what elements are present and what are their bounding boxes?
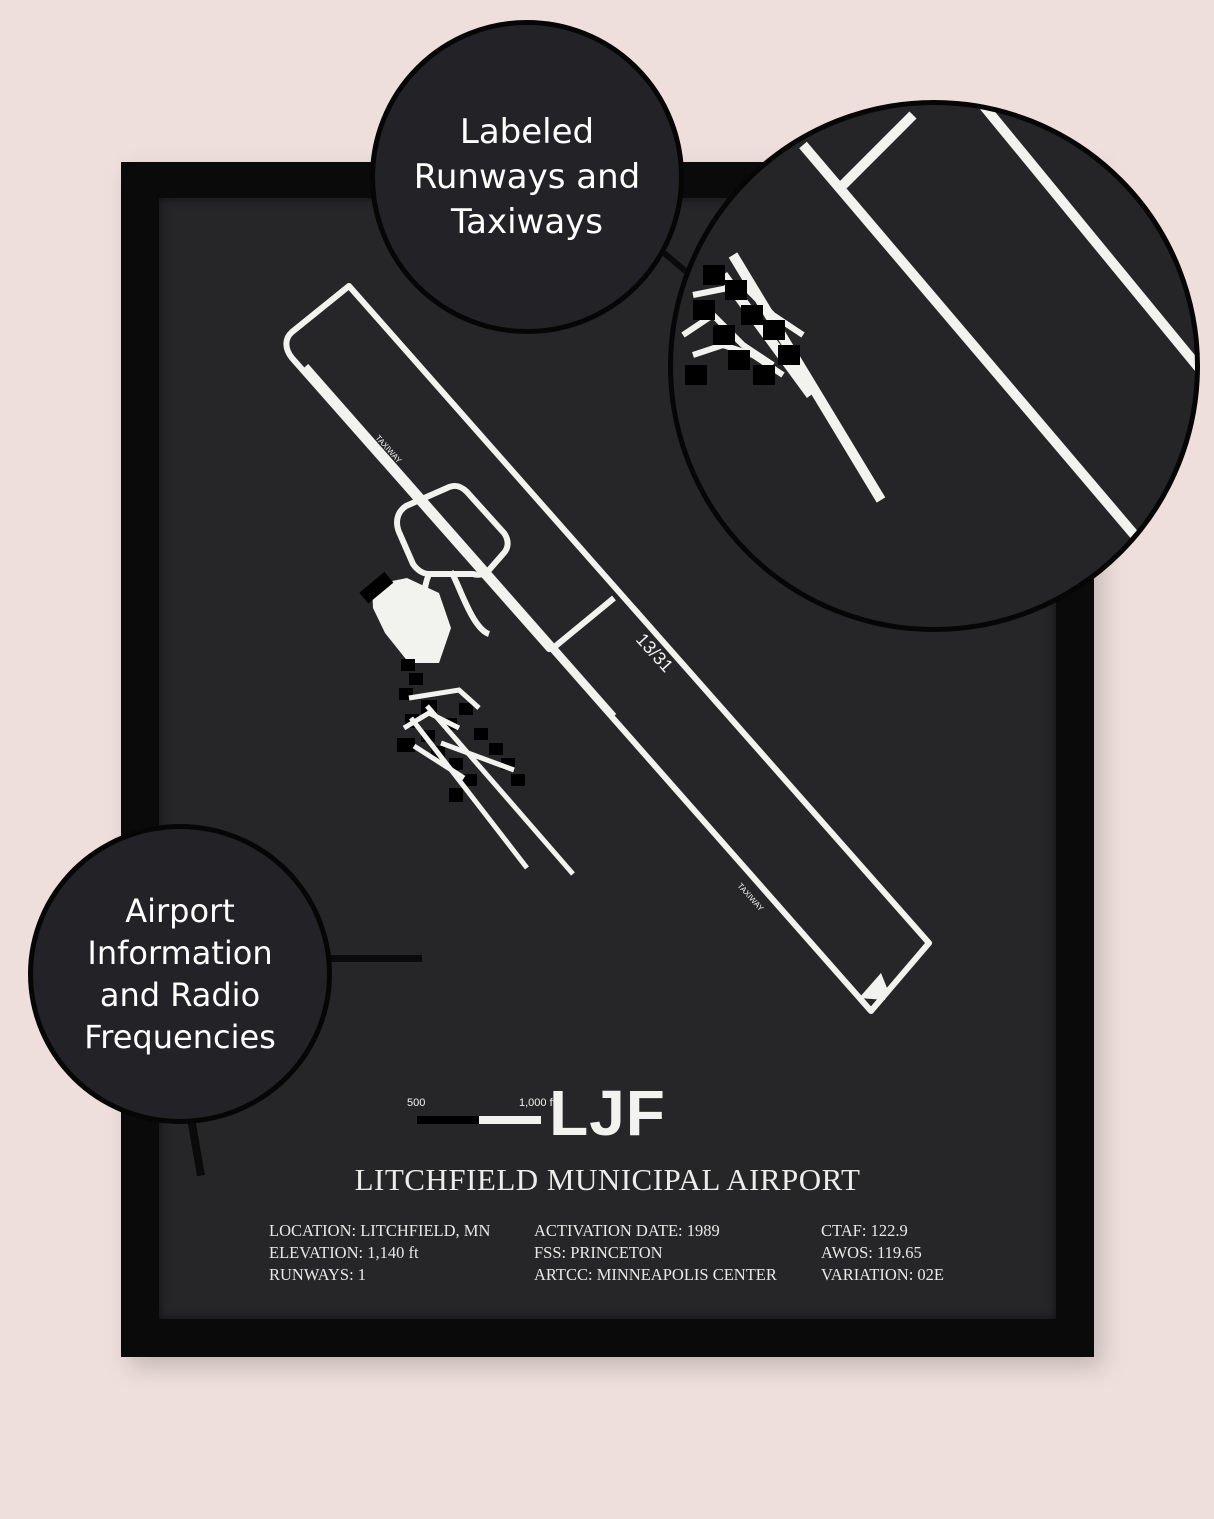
zoom-detail-diagram (681, 105, 1195, 549)
info-artcc: ARTCC: MINNEAPOLIS CENTER (534, 1265, 777, 1284)
info-activation-date: ACTIVATION DATE: 1989 (534, 1221, 720, 1240)
runway-end-cap (859, 973, 887, 1000)
info-fss: FSS: PRINCETON (534, 1243, 663, 1262)
info-elevation: ELEVATION: 1,140 ft (269, 1243, 419, 1262)
scale-label-1000: 1,000 ft (519, 1097, 556, 1109)
callout-connector-left (326, 955, 422, 962)
info-variation: VARIATION: 02E (821, 1265, 944, 1284)
info-awos: AWOS: 119.65 (821, 1243, 922, 1262)
taxilanes (402, 687, 575, 876)
runway-strip (283, 283, 932, 1014)
callout-info-text: Airport Information and Radio Frequencie… (84, 892, 276, 1056)
info-column-radio: CTAF: 122.9 AWOS: 119.65 VARIATION: 02E (821, 1220, 944, 1286)
airport-diagram: 13/31 TAXIWAY TAXIWAY 500 1,000 ft (283, 283, 932, 1124)
scale-bar (417, 1116, 541, 1124)
info-runways: RUNWAYS: 1 (269, 1265, 367, 1284)
callout-runways-bubble: Labeled Runways and Taxiways (370, 20, 684, 334)
terminal-building (372, 578, 451, 663)
zoom-hangar-blocks (685, 265, 800, 385)
info-column-admin: ACTIVATION DATE: 1989 FSS: PRINCETON ART… (534, 1220, 777, 1286)
info-location: LOCATION: LITCHFIELD, MN (269, 1221, 491, 1240)
scale-label-500: 500 (407, 1097, 425, 1109)
info-ctaf: CTAF: 122.9 (821, 1221, 908, 1240)
airport-name: LITCHFIELD MUNICIPAL AIRPORT (354, 1162, 861, 1197)
callout-runways-text: Labeled Runways and Taxiways (413, 111, 641, 242)
airport-code: LJF (549, 1077, 666, 1149)
callout-info-bubble: Airport Information and Radio Frequencie… (28, 824, 332, 1124)
info-column-location: LOCATION: LITCHFIELD, MN ELEVATION: 1,14… (269, 1220, 490, 1286)
zoom-detail-bubble (668, 100, 1200, 632)
